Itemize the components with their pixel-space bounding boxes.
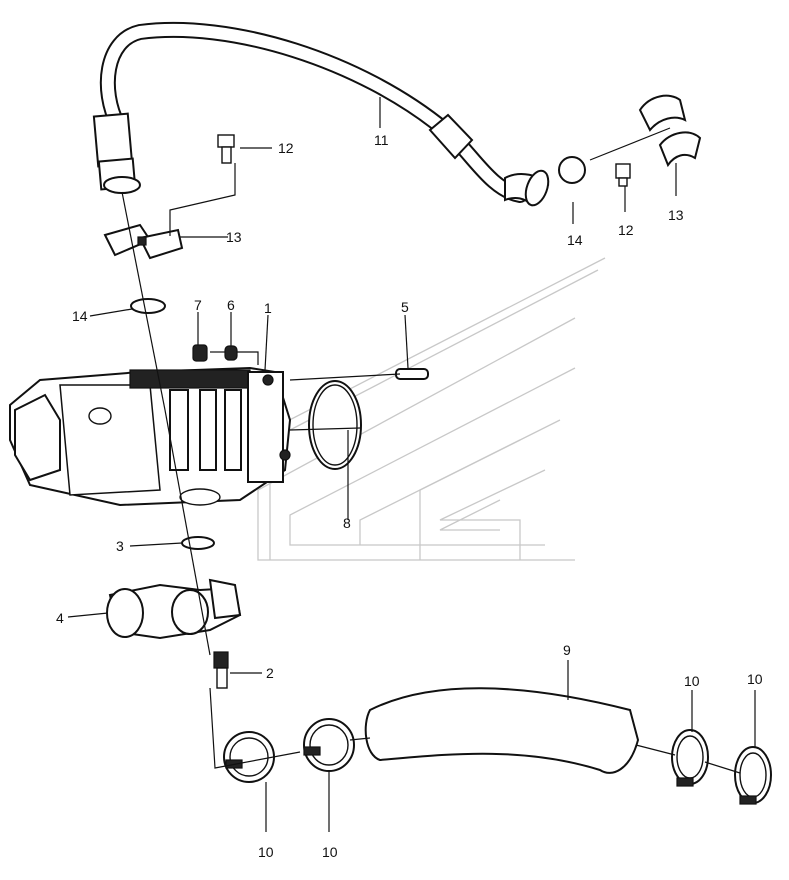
callout-12-left: 12 xyxy=(278,140,294,156)
callout-13-right: 13 xyxy=(668,207,684,223)
callout-8: 8 xyxy=(343,515,351,531)
callout-labels: 11 12 13 14 12 13 14 7 6 1 5 8 3 4 2 9 1… xyxy=(56,132,763,860)
hose-clamp-part-10-a xyxy=(223,731,275,783)
o-ring-part-8-inner xyxy=(312,384,358,466)
callout-2: 2 xyxy=(266,665,274,681)
bolt-part-12-right xyxy=(615,163,631,187)
callout-13-left: 13 xyxy=(226,229,242,245)
callout-10-a: 10 xyxy=(258,844,274,860)
suction-hose-part-9 xyxy=(364,687,640,774)
leader-lines xyxy=(67,97,756,832)
flange-clamp-part-13-left xyxy=(103,223,184,260)
callout-12-right: 12 xyxy=(618,222,634,238)
callout-7: 7 xyxy=(194,297,202,313)
bolt-part-2 xyxy=(213,651,229,689)
callout-10-d: 10 xyxy=(747,671,763,687)
callout-1: 1 xyxy=(264,300,272,316)
callout-11: 11 xyxy=(374,132,389,148)
callout-14-right: 14 xyxy=(567,232,583,248)
key-part-5 xyxy=(395,368,429,380)
callout-5: 5 xyxy=(401,299,409,315)
callout-10-b: 10 xyxy=(322,844,338,860)
callout-14-left: 14 xyxy=(72,308,88,324)
callout-9: 9 xyxy=(563,642,571,658)
flange-clamp-part-13-right xyxy=(638,94,702,168)
hose-clamp-part-10-d xyxy=(734,746,772,805)
o-ring-part-14-left xyxy=(130,298,166,314)
o-ring-part-14-right xyxy=(558,156,586,184)
washer-part-6 xyxy=(224,345,238,361)
callout-6: 6 xyxy=(227,297,235,313)
bolt-part-12-left xyxy=(217,134,235,164)
hose-clamp-part-10-c xyxy=(671,729,709,787)
hose-clamp-part-10-b xyxy=(303,718,355,772)
callout-3: 3 xyxy=(116,538,124,554)
o-ring-part-3 xyxy=(181,536,215,550)
plug-part-7 xyxy=(192,344,208,362)
callout-10-c: 10 xyxy=(684,673,700,689)
callout-4: 4 xyxy=(56,610,64,626)
gear-pump-part-1 xyxy=(9,366,292,507)
suction-elbow-part-4 xyxy=(106,578,242,640)
pressure-pipe-part-11 xyxy=(92,21,550,207)
